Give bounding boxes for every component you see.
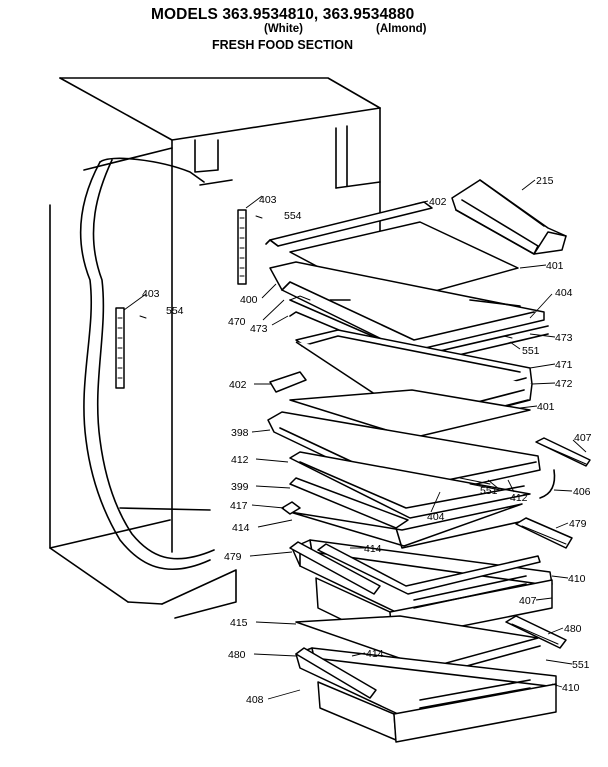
section-title: FRESH FOOD SECTION [212, 38, 353, 52]
part-number-479: 479 [569, 518, 587, 530]
part-number-399: 399 [231, 481, 249, 493]
shelf-support-bracket-rear [237, 209, 247, 285]
part-number-labels: 215 402 403 554 401 403 554 400 404 470 … [142, 175, 592, 706]
part-number-410: 410 [568, 573, 586, 585]
part-number-404: 404 [427, 511, 445, 523]
part-number-473: 473 [555, 332, 573, 344]
door-gasket [79, 157, 215, 570]
part-number-415: 415 [230, 617, 248, 629]
part-number-401: 401 [537, 401, 555, 413]
part-number-402: 402 [429, 196, 447, 208]
part-number-480: 480 [564, 623, 582, 635]
part-number-471: 471 [555, 359, 573, 371]
cabinet-liner [49, 77, 381, 619]
shelf-rod-407 [535, 437, 591, 467]
part-number-554: 554 [166, 305, 184, 317]
part-number-406: 406 [573, 486, 591, 498]
crisper-pan-lower [295, 647, 557, 743]
part-number-407: 407 [519, 595, 537, 607]
part-number-400: 400 [240, 294, 258, 306]
part-number-402: 402 [229, 379, 247, 391]
part-number-472: 472 [555, 378, 573, 390]
part-number-403: 403 [142, 288, 160, 300]
slide-rail-479-right [515, 517, 573, 549]
part-number-551: 551 [522, 345, 540, 357]
part-number-551: 551 [572, 659, 590, 671]
part-number-417: 417 [230, 500, 248, 512]
part-number-414: 414 [232, 522, 250, 534]
part-number-398: 398 [231, 427, 249, 439]
shelf-support-bracket-side [115, 307, 125, 389]
part-number-215: 215 [536, 175, 554, 187]
part-number-412: 412 [510, 492, 528, 504]
shelf-rail-402 [269, 371, 307, 393]
models-title: MODELS 363.9534810, 363.9534880 [151, 6, 415, 23]
lower-shelf-glass [289, 389, 531, 439]
part-number-408: 408 [246, 694, 264, 706]
color-white-label: (White) [264, 23, 303, 35]
upper-shelf-assembly [265, 201, 549, 365]
diagram-header: MODELS 363.9534810, 363.9534880 (White) … [0, 0, 608, 56]
color-almond-label: (Almond) [376, 23, 427, 35]
part-number-414: 414 [364, 543, 382, 555]
part-number-554: 554 [284, 210, 302, 222]
part-number-404: 404 [555, 287, 573, 299]
part-number-414: 414 [366, 648, 384, 660]
clip-406 [539, 469, 556, 499]
slide-rail-417 [281, 501, 301, 515]
part-number-403: 403 [259, 194, 277, 206]
slide-rail-479-left [289, 541, 381, 595]
crisper-cover-frame [267, 411, 541, 549]
part-number-410: 410 [562, 682, 580, 694]
part-number-479: 479 [224, 551, 242, 563]
part-number-551: 551 [480, 485, 498, 497]
part-number-470: 470 [228, 316, 246, 328]
dairy-bin [451, 179, 567, 255]
part-number-480: 480 [228, 649, 246, 661]
part-number-407: 407 [574, 432, 592, 444]
screws-554 [139, 215, 263, 319]
part-number-473: 473 [250, 323, 268, 335]
part-number-412: 412 [231, 454, 249, 466]
slide-rail-480-right [505, 615, 567, 649]
part-number-401: 401 [546, 260, 564, 272]
leader-lines [123, 179, 587, 700]
